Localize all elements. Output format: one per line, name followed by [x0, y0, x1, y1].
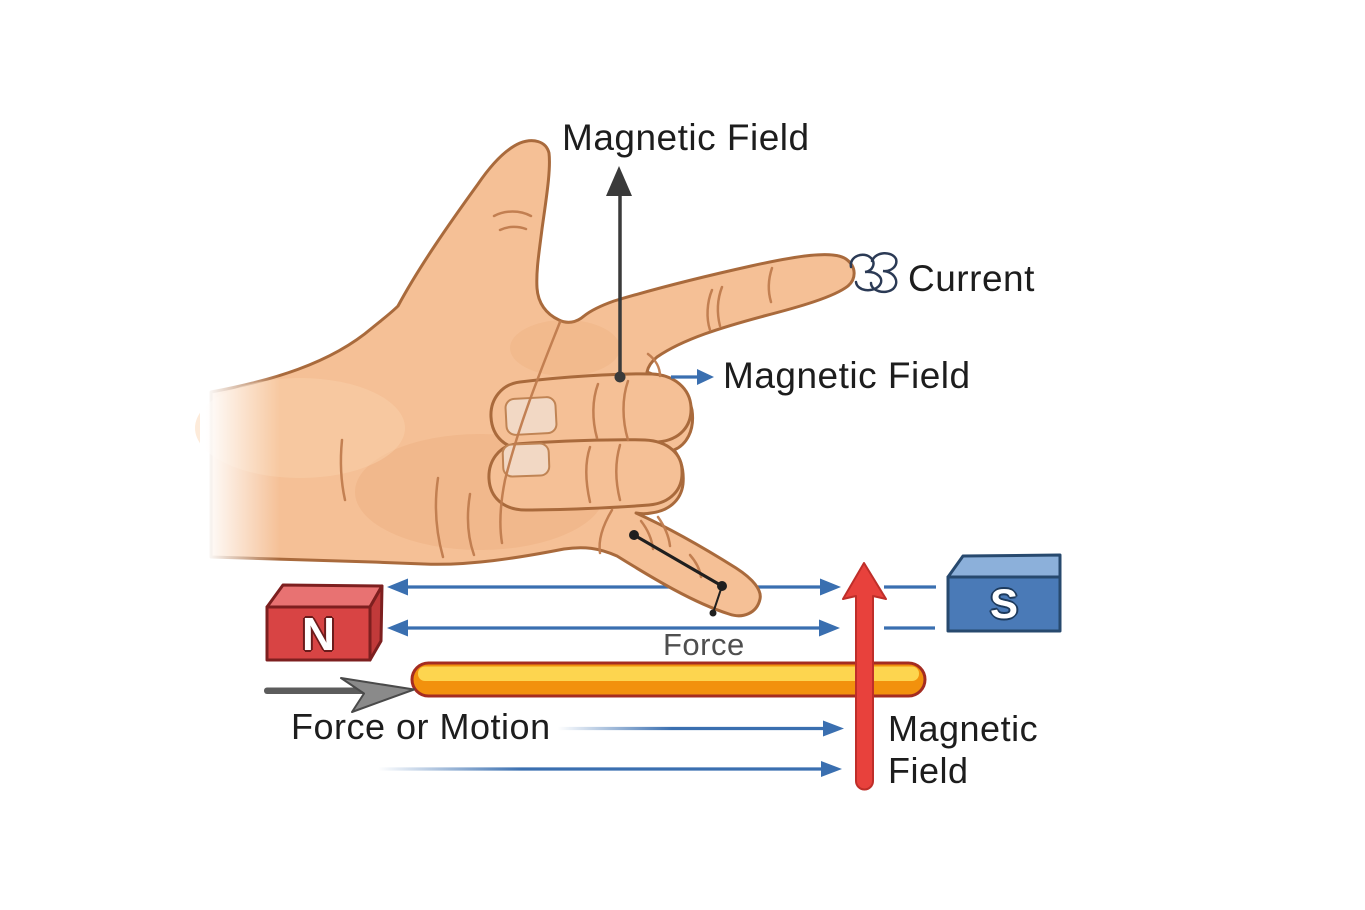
arrow-right-icon	[819, 619, 840, 637]
south-magnet-front-face	[946, 575, 1062, 633]
conductor-rod	[410, 661, 927, 698]
force-label: Force	[663, 627, 745, 662]
force-motion-arrow-shaft	[264, 687, 366, 694]
arrow-left-icon	[387, 619, 408, 637]
arrow-right-icon	[820, 578, 841, 596]
magnetic-field-top-label: Magnetic Field	[562, 117, 810, 158]
arm-fade	[200, 368, 285, 573]
current-squiggle-icon	[849, 252, 898, 294]
arrow-left-icon	[387, 578, 408, 596]
arrow-right-icon	[823, 720, 844, 737]
arrow-up-icon	[606, 166, 632, 196]
magnetic-field-middle-label: Magnetic Field	[723, 355, 971, 396]
bottom-field-arrows	[378, 720, 844, 777]
thumb-web-shadow	[510, 320, 620, 376]
fingernail	[501, 442, 551, 478]
pin-marker-icon	[629, 530, 727, 617]
arrow-anchor-dot	[614, 371, 626, 383]
fingernail	[504, 396, 558, 436]
field-line-arrowheads	[387, 578, 841, 637]
north-magnet-top-face	[265, 583, 384, 609]
force-or-motion-label: Force or Motion	[291, 706, 551, 747]
arrow-right-icon	[821, 761, 842, 777]
south-magnet	[946, 553, 1062, 633]
palm-arm-outline	[209, 139, 856, 618]
arrow-right-icon	[697, 369, 714, 385]
thumb-direction-arrow	[606, 166, 632, 383]
conductor-rod-highlight	[418, 666, 919, 681]
north-magnet-front-face	[265, 605, 372, 662]
arrow-right-icon	[340, 677, 415, 713]
south-magnet-label: S	[989, 580, 1018, 627]
magnetic-field-bottom-label-line1: Magnetic	[888, 708, 1039, 749]
finger-direction-arrow	[671, 369, 714, 385]
current-label: Current	[908, 258, 1035, 299]
force-motion-arrow	[264, 677, 415, 713]
magnetic-field-bottom-label-line2: Field	[888, 750, 969, 791]
magnetic-field-up-arrow	[842, 562, 887, 791]
skin-creases	[339, 210, 774, 579]
south-magnet-top-face	[946, 553, 1062, 579]
north-magnet-label: N	[301, 607, 336, 660]
north-magnet	[265, 583, 384, 662]
